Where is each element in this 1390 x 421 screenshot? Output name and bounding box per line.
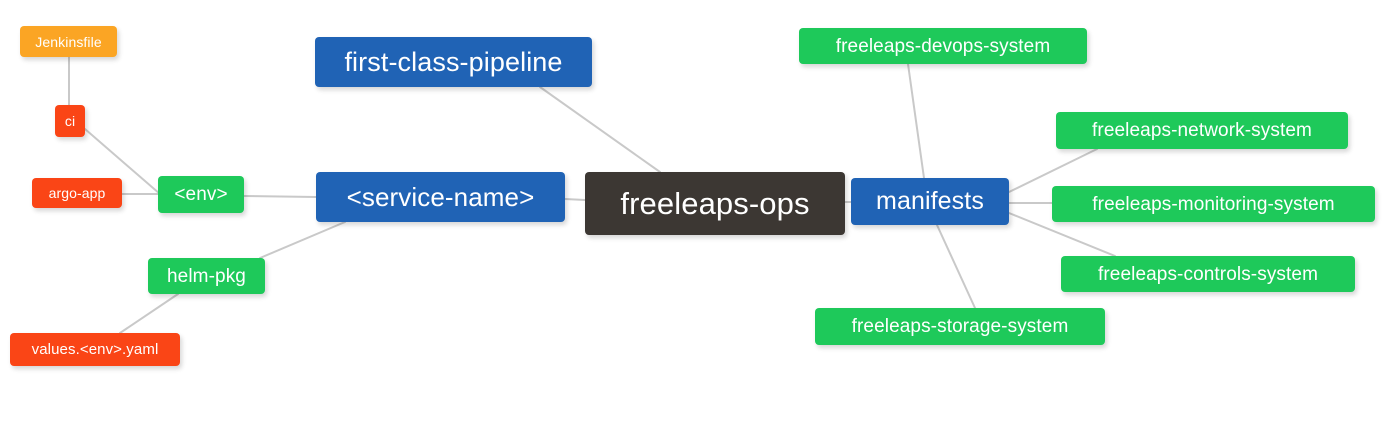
mindmap-node-network-sys[interactable]: freeleaps-network-system [1056,112,1348,149]
mindmap-node-values-yaml[interactable]: values.<env>.yaml [10,333,180,366]
edge-values-yaml-to-helm-pkg [119,293,179,334]
edge-manifests-to-devops-sys [907,63,925,179]
mindmap-node-helm-pkg[interactable]: helm-pkg [148,258,265,294]
mindmap-node-ci[interactable]: ci [55,105,85,137]
edge-manifests-to-storage-sys [936,224,976,309]
edge-env-to-service-name [243,195,317,198]
mindmap-node-storage-sys[interactable]: freeleaps-storage-system [815,308,1105,345]
edge-service-name-to-freeleaps-ops [564,198,586,201]
mindmap-node-monitoring-sys[interactable]: freeleaps-monitoring-system [1052,186,1375,222]
mindmap-node-pipeline[interactable]: first-class-pipeline [315,37,592,87]
mindmap-node-controls-sys[interactable]: freeleaps-controls-system [1061,256,1355,292]
mindmap-node-freeleaps-ops[interactable]: freeleaps-ops [585,172,845,235]
mindmap-node-env[interactable]: <env> [158,176,244,213]
mindmap-node-manifests[interactable]: manifests [851,178,1009,225]
edge-pipeline-to-freeleaps-ops [539,86,661,173]
mindmap-node-jenkinsfile[interactable]: Jenkinsfile [20,26,117,57]
mindmap-node-devops-sys[interactable]: freeleaps-devops-system [799,28,1087,64]
mindmap-node-service-name[interactable]: <service-name> [316,172,565,222]
mindmap-node-argo-app[interactable]: argo-app [32,178,122,208]
edge-helm-pkg-to-service-name [259,221,346,259]
